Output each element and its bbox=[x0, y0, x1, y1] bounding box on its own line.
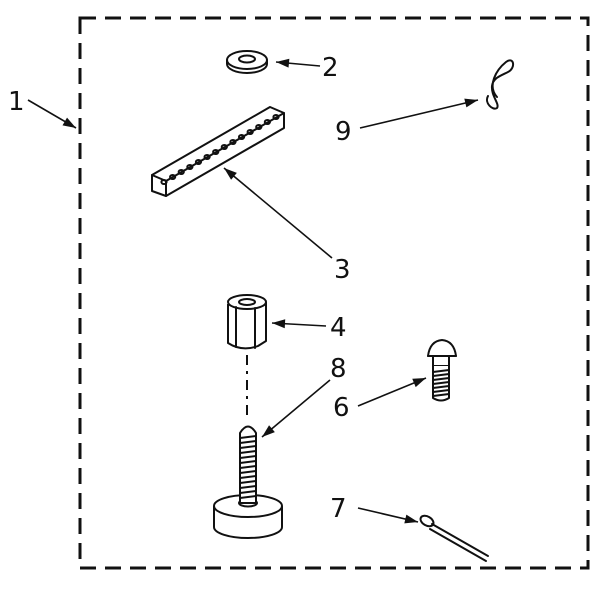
leg-thread-line bbox=[239, 475, 257, 479]
arrowhead-3 bbox=[224, 168, 237, 180]
strap-hole bbox=[255, 124, 263, 130]
callout-label-7: 7 bbox=[330, 494, 347, 524]
leg-thread-line bbox=[239, 445, 257, 449]
strap-hole bbox=[237, 134, 246, 140]
leg-thread-line bbox=[239, 460, 257, 464]
callout-label-8: 8 bbox=[330, 354, 347, 384]
leveling-leg-part bbox=[213, 425, 283, 539]
cotter-pin-part bbox=[419, 514, 489, 562]
strap-hole bbox=[177, 169, 185, 175]
callout-label-9: 9 bbox=[335, 117, 352, 147]
strap-hole bbox=[194, 159, 203, 165]
leg-thread-line bbox=[239, 450, 257, 454]
washer-part bbox=[226, 50, 268, 74]
strap-hole bbox=[272, 114, 280, 120]
kit-dashed-outline bbox=[78, 16, 590, 570]
strap-hole bbox=[229, 139, 237, 145]
leader-line-3 bbox=[223, 167, 333, 259]
callout-label-3: 3 bbox=[334, 255, 351, 285]
arrowhead-7 bbox=[404, 514, 418, 524]
bolt-thread-line bbox=[432, 381, 450, 385]
leg-thread-line bbox=[239, 465, 257, 469]
leader-line-8 bbox=[261, 379, 331, 438]
strap-hole bbox=[169, 174, 177, 180]
strap-hole bbox=[212, 149, 220, 155]
leg-thread-line bbox=[239, 495, 257, 499]
strap-hole bbox=[263, 119, 271, 125]
bolt-thread-line bbox=[432, 373, 450, 377]
strap-hole bbox=[203, 154, 211, 160]
leg-thread-line bbox=[239, 485, 257, 489]
strap-hole bbox=[246, 129, 254, 135]
leg-thread-line bbox=[239, 490, 257, 494]
callout-label-2: 2 bbox=[322, 53, 339, 83]
strap-hole bbox=[160, 179, 168, 185]
leg-thread-line bbox=[239, 440, 257, 444]
leader-line-9 bbox=[359, 99, 479, 129]
bolt-thread-line bbox=[432, 389, 450, 393]
arrowhead-2 bbox=[276, 58, 290, 68]
arrowhead-8 bbox=[262, 425, 275, 437]
carriage-bolt-part bbox=[427, 339, 457, 402]
leg-thread-line bbox=[239, 480, 257, 484]
leg-thread-line bbox=[239, 470, 257, 474]
hex-coupling-nut-part bbox=[227, 294, 267, 350]
bolt-thread-line bbox=[432, 393, 450, 397]
strap-hole bbox=[220, 144, 228, 150]
arrowhead-6 bbox=[412, 378, 426, 388]
strap-hole bbox=[186, 164, 194, 170]
perforated-strap-part bbox=[151, 106, 285, 197]
callout-label-6: 6 bbox=[333, 393, 350, 423]
bolt-thread-line bbox=[432, 369, 450, 373]
leg-thread-line bbox=[239, 435, 257, 439]
callout-label-1: 1 bbox=[8, 87, 25, 117]
arrowhead-4 bbox=[272, 319, 286, 329]
wire-clip-part bbox=[486, 59, 514, 110]
bolt-thread-line bbox=[432, 377, 450, 381]
leader-lines bbox=[27, 58, 479, 524]
bolt-thread-line bbox=[432, 385, 450, 389]
arrowhead-1 bbox=[62, 117, 76, 128]
callout-label-4: 4 bbox=[330, 313, 347, 343]
arrowhead-9 bbox=[464, 98, 478, 108]
leg-thread-line bbox=[239, 455, 257, 459]
